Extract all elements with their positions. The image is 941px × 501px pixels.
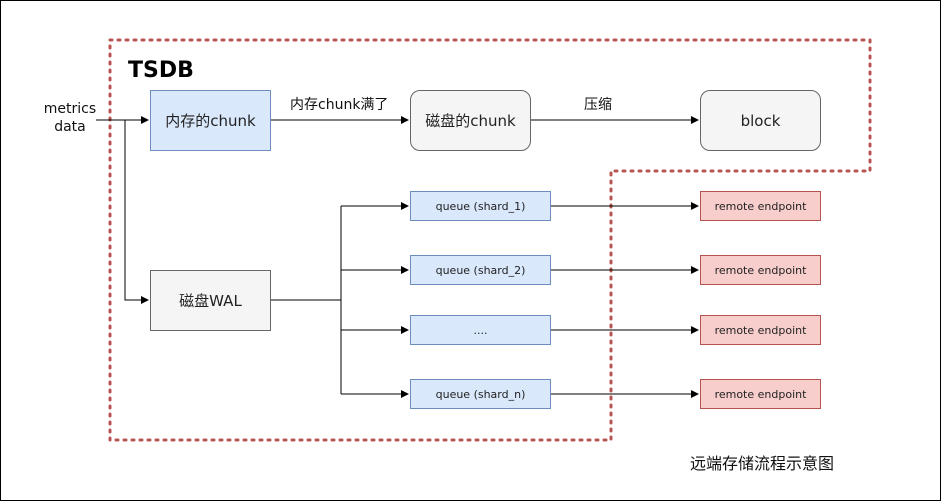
mem-chunk-node: 内存的chunk xyxy=(150,90,271,151)
remote-endpoint-label: remote endpoint xyxy=(714,387,807,401)
diagram-caption: 远端存储流程示意图 xyxy=(690,454,835,473)
block-node: block xyxy=(700,90,821,151)
mem-chunk-full-label: 内存chunk满了 xyxy=(290,97,389,113)
remote-endpoint-node: remote endpoint xyxy=(700,191,821,221)
disk-chunk-node: 磁盘的chunk xyxy=(410,90,531,151)
disk-chunk-label: 磁盘的chunk xyxy=(425,112,516,130)
wal-label: 磁盘WAL xyxy=(179,292,242,310)
queue-label: queue (shard_2) xyxy=(435,263,526,277)
remote-endpoint-label: remote endpoint xyxy=(714,199,807,213)
remote-endpoint-label: remote endpoint xyxy=(714,323,807,337)
mem-chunk-label: 内存的chunk xyxy=(165,112,256,130)
tsdb-title: TSDB xyxy=(128,58,194,83)
remote-endpoint-node: remote endpoint xyxy=(700,315,821,345)
remote-endpoint-node: remote endpoint xyxy=(700,255,821,285)
queue-label: queue (shard_n) xyxy=(435,387,526,401)
queue-label: .... xyxy=(473,323,488,337)
edge-metrics-to-wal xyxy=(124,120,149,304)
metrics-data-label: metrics data xyxy=(43,101,97,135)
queue-node: queue (shard_2) xyxy=(410,255,551,285)
queue-node: .... xyxy=(410,315,551,345)
queue-node: queue (shard_1) xyxy=(410,191,551,221)
tsdb-boundary xyxy=(108,38,872,442)
remote-endpoint-node: remote endpoint xyxy=(700,379,821,409)
queue-label: queue (shard_1) xyxy=(435,199,526,213)
queue-node: queue (shard_n) xyxy=(410,379,551,409)
block-label: block xyxy=(740,111,781,130)
wal-node: 磁盘WAL xyxy=(150,270,271,331)
compress-label: 压缩 xyxy=(584,97,612,113)
remote-endpoint-label: remote endpoint xyxy=(714,263,807,277)
